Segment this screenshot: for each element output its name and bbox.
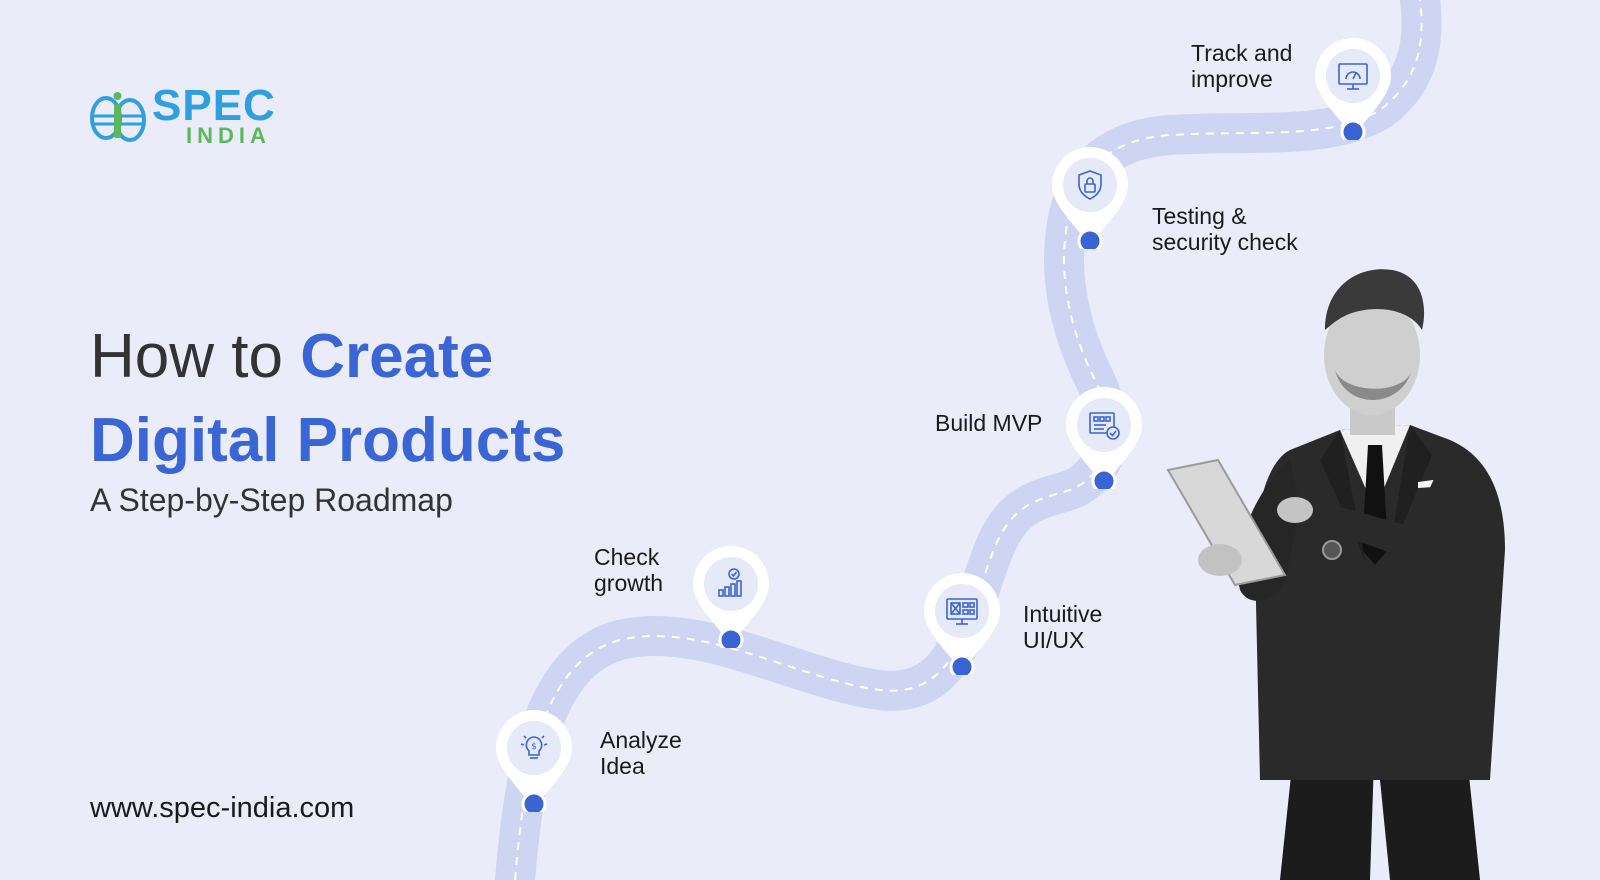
page-title: How to Create Digital Products — [90, 315, 565, 483]
mvp-build-icon — [1089, 412, 1120, 440]
businessman-with-tablet-image — [1166, 269, 1505, 880]
spec-india-logo: SPEC INDIA — [88, 84, 288, 148]
roadmap-pin-build-mvp — [1064, 385, 1144, 489]
step-label-analyze-idea: Analyze Idea — [600, 727, 682, 779]
roadmap-pin-track-improve — [1313, 36, 1393, 140]
ui-layout-icon — [946, 598, 978, 625]
logo-wordmark-spec: SPEC — [152, 81, 276, 130]
step-label-track-improve: Track and improve — [1191, 40, 1293, 92]
monitor-gauge-icon — [1338, 63, 1368, 90]
title-accent-digital-products: Digital Products — [90, 406, 566, 475]
roadmap-pin-testing-security — [1050, 145, 1130, 249]
idea-bulb-icon: $ — [520, 735, 548, 759]
step-label-build-mvp: Build MVP — [935, 410, 1043, 436]
globe-logo-icon — [90, 92, 146, 142]
step-label-testing-security: Testing & security check — [1152, 203, 1298, 255]
growth-chart-icon — [718, 568, 742, 597]
roadmap-pin-intuitive-ui-ux — [922, 571, 1002, 675]
title-accent-create: Create — [300, 322, 494, 391]
page-subtitle: A Step-by-Step Roadmap — [90, 482, 453, 518]
roadmap-pin-check-growth — [691, 544, 771, 648]
title-prefix: How to — [90, 322, 283, 391]
logo-wordmark-india: INDIA — [186, 123, 271, 148]
roadmap-pin-analyze-idea: $ — [494, 708, 574, 812]
step-label-check-growth: Check growth — [594, 544, 664, 596]
security-shield-icon — [1078, 170, 1102, 200]
step-label-intuitive-ui-ux: Intuitive UI/UX — [1023, 601, 1103, 653]
website-url[interactable]: www.spec-india.com — [90, 792, 355, 824]
svg-text:$: $ — [531, 742, 537, 752]
